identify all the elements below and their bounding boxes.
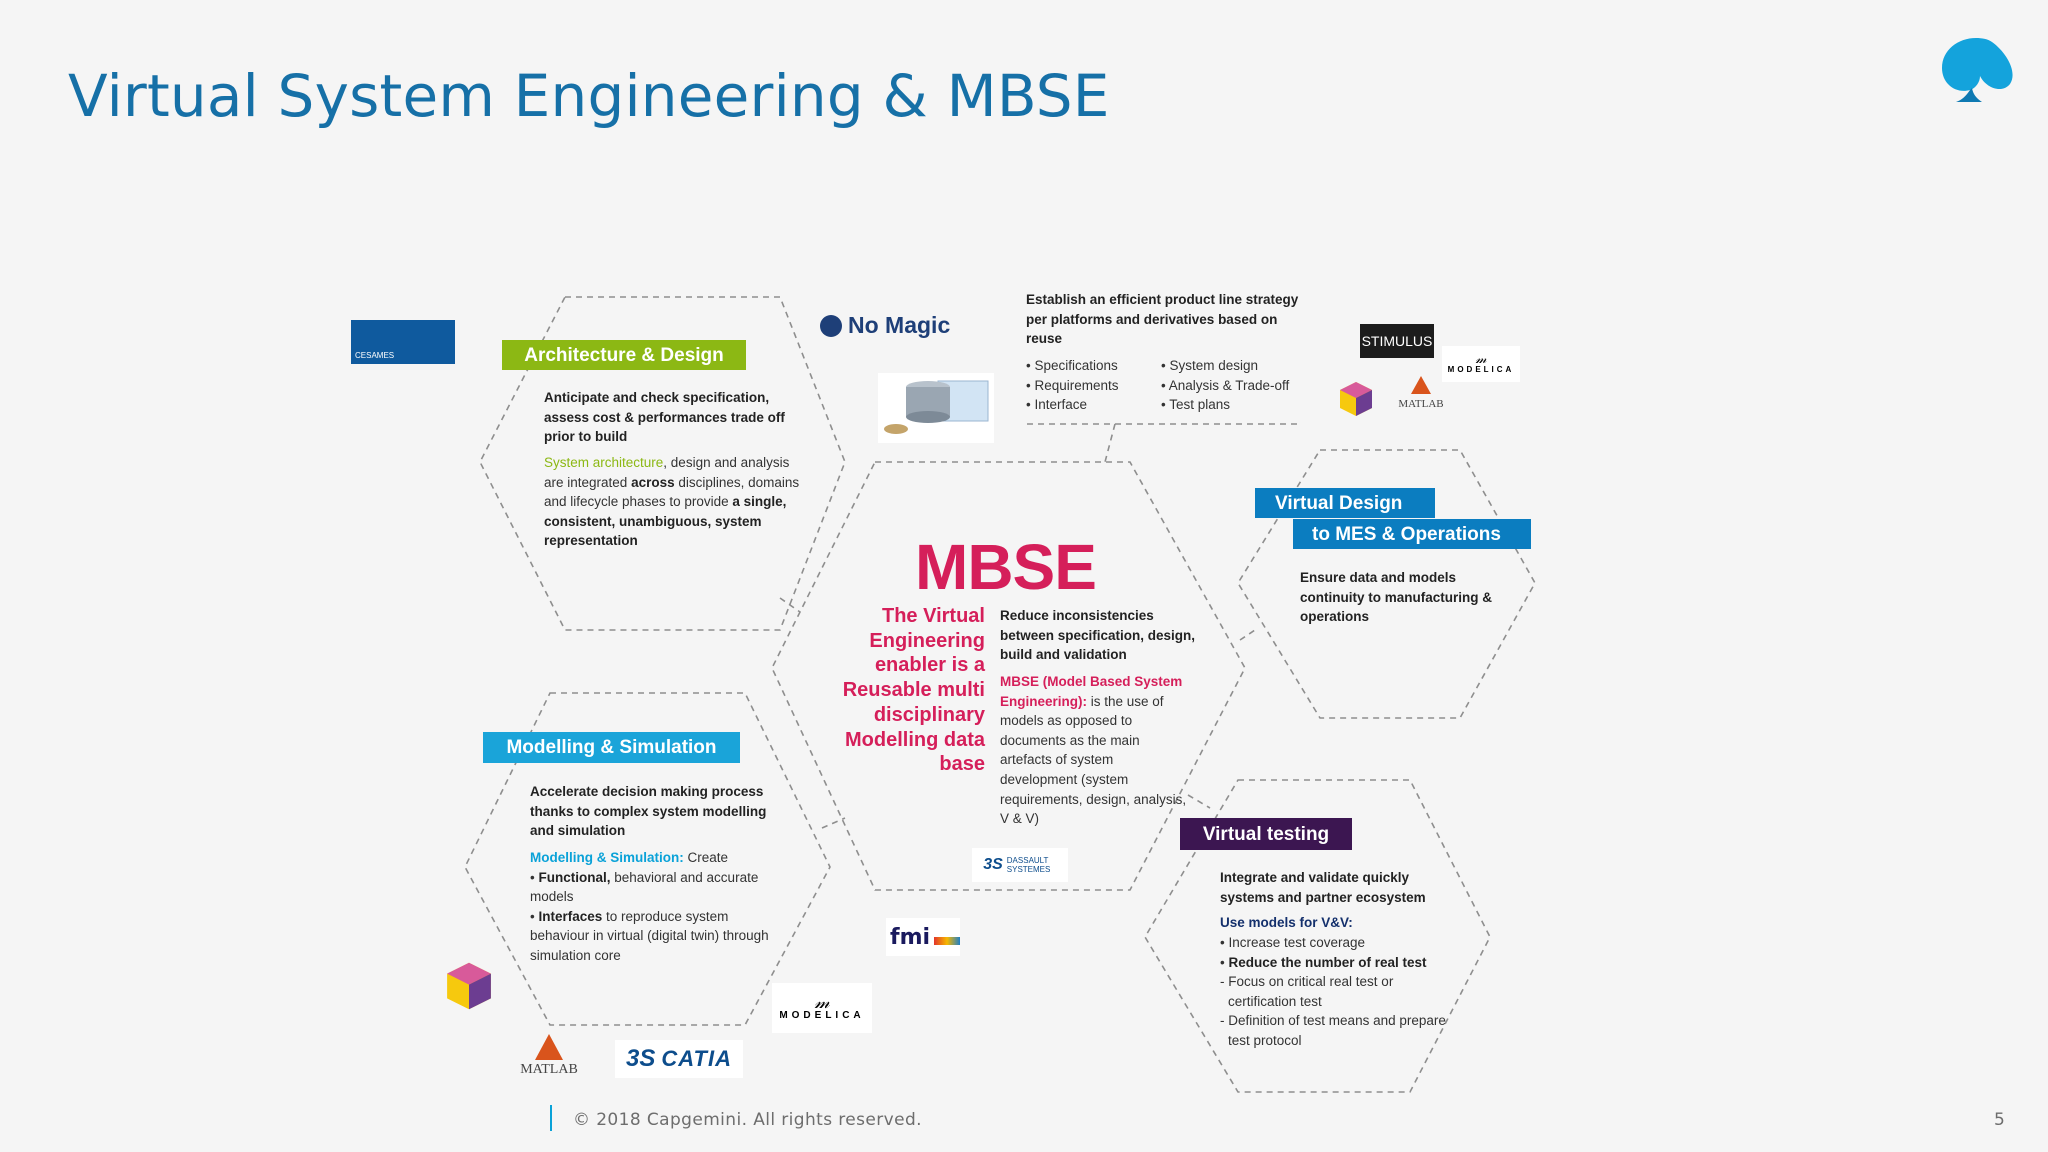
modelling-intro: Accelerate decision making process thank…: [530, 784, 767, 839]
modelica-logo-bottom: 𝓂 MODELICA: [772, 983, 872, 1033]
architecture-intro: Anticipate and check specification, asse…: [544, 390, 785, 445]
hex-virtual-testing: [1144, 779, 1491, 1093]
list-item: Test plans: [1161, 395, 1311, 415]
virtual-testing-label: Virtual testing: [1180, 818, 1352, 850]
list-item: Analysis & Trade-off: [1161, 376, 1311, 396]
virtual-design-label-2: to MES & Operations: [1293, 519, 1531, 549]
list-item: Interface: [1026, 395, 1156, 415]
virtual-testing-intro: Integrate and validate quickly systems a…: [1220, 870, 1426, 905]
matlab-icon: [1411, 376, 1431, 394]
matlab-icon: [535, 1034, 563, 1060]
modelling-label: Modelling & Simulation: [483, 732, 740, 763]
matlab-logo-bottom: MATLAB: [514, 1034, 584, 1078]
modelica-logo: 𝓂 MODELICA: [1442, 346, 1520, 382]
list-item: Specifications: [1026, 356, 1156, 376]
modelling-body: Modelling & Simulation: Create • Functio…: [530, 850, 769, 963]
stimulus-logo: STIMULUS: [1360, 324, 1434, 358]
product-line-list-1: Specifications Requirements Interface: [1026, 356, 1156, 415]
product-line-connector: [1027, 423, 1298, 463]
fmi-logo: fmi: [886, 918, 960, 956]
connector-model-mbse: [821, 817, 846, 829]
catia-logo: 3S CATIA: [615, 1040, 743, 1078]
matlab-logo-top: MATLAB: [1396, 376, 1446, 412]
modelica-icon: 𝓂: [814, 991, 830, 1013]
capgemini-spade-logo: [1942, 38, 2013, 102]
page-number: 5: [1994, 1110, 2005, 1130]
sysml-cube-icon: [1340, 382, 1372, 416]
virtual-testing-list: • Increase test coverage • Reduce the nu…: [1220, 935, 1446, 1048]
mbse-definition: MBSE (Model Based System Engineering): i…: [1000, 674, 1187, 827]
page-title: Virtual System Engineering & MBSE: [68, 62, 1110, 130]
database-image: [878, 373, 994, 443]
architecture-body: System architecture, design and analysis…: [544, 455, 800, 549]
footer-copyright: © 2018 Capgemini. All rights reserved.: [573, 1110, 922, 1130]
mbse-title: MBSE: [915, 531, 1097, 603]
list-item: Requirements: [1026, 376, 1156, 396]
ds-icon: 3S: [983, 856, 1003, 873]
cesames-logo: CESAMES: [351, 320, 455, 364]
modelica-icon: 𝓂: [1475, 351, 1487, 367]
ds-icon: 3S: [626, 1045, 656, 1072]
no-magic-logo: No Magic: [820, 312, 950, 339]
list-item: System design: [1161, 356, 1311, 376]
architecture-label: Architecture & Design: [502, 340, 746, 370]
virtual-testing-use-heading: Use models for V&V:: [1220, 915, 1353, 930]
no-magic-icon: [820, 314, 842, 337]
connector-vt-mbse: [1187, 794, 1211, 809]
connector-vd-mbse: [1239, 627, 1259, 641]
sysml-cube-icon-bottom: [447, 962, 491, 1010]
virtual-design-body: Ensure data and models continuity to man…: [1300, 570, 1492, 625]
connector-arch-mbse: [779, 597, 801, 613]
hex-architecture: [479, 296, 846, 631]
mbse-summary: Reduce inconsistencies between specifica…: [1000, 608, 1196, 663]
fmi-graphic: [934, 937, 960, 945]
product-line-heading: Establish an efficient product line stra…: [1026, 292, 1299, 347]
footer-divider: [550, 1105, 552, 1131]
hex-mbse: [771, 461, 1246, 891]
virtual-design-label-1: Virtual Design: [1255, 488, 1435, 518]
product-line-list-2: System design Analysis & Trade-off Test …: [1161, 356, 1311, 415]
dassault-logo: 3S DASSAULT SYSTEMES: [972, 848, 1068, 882]
